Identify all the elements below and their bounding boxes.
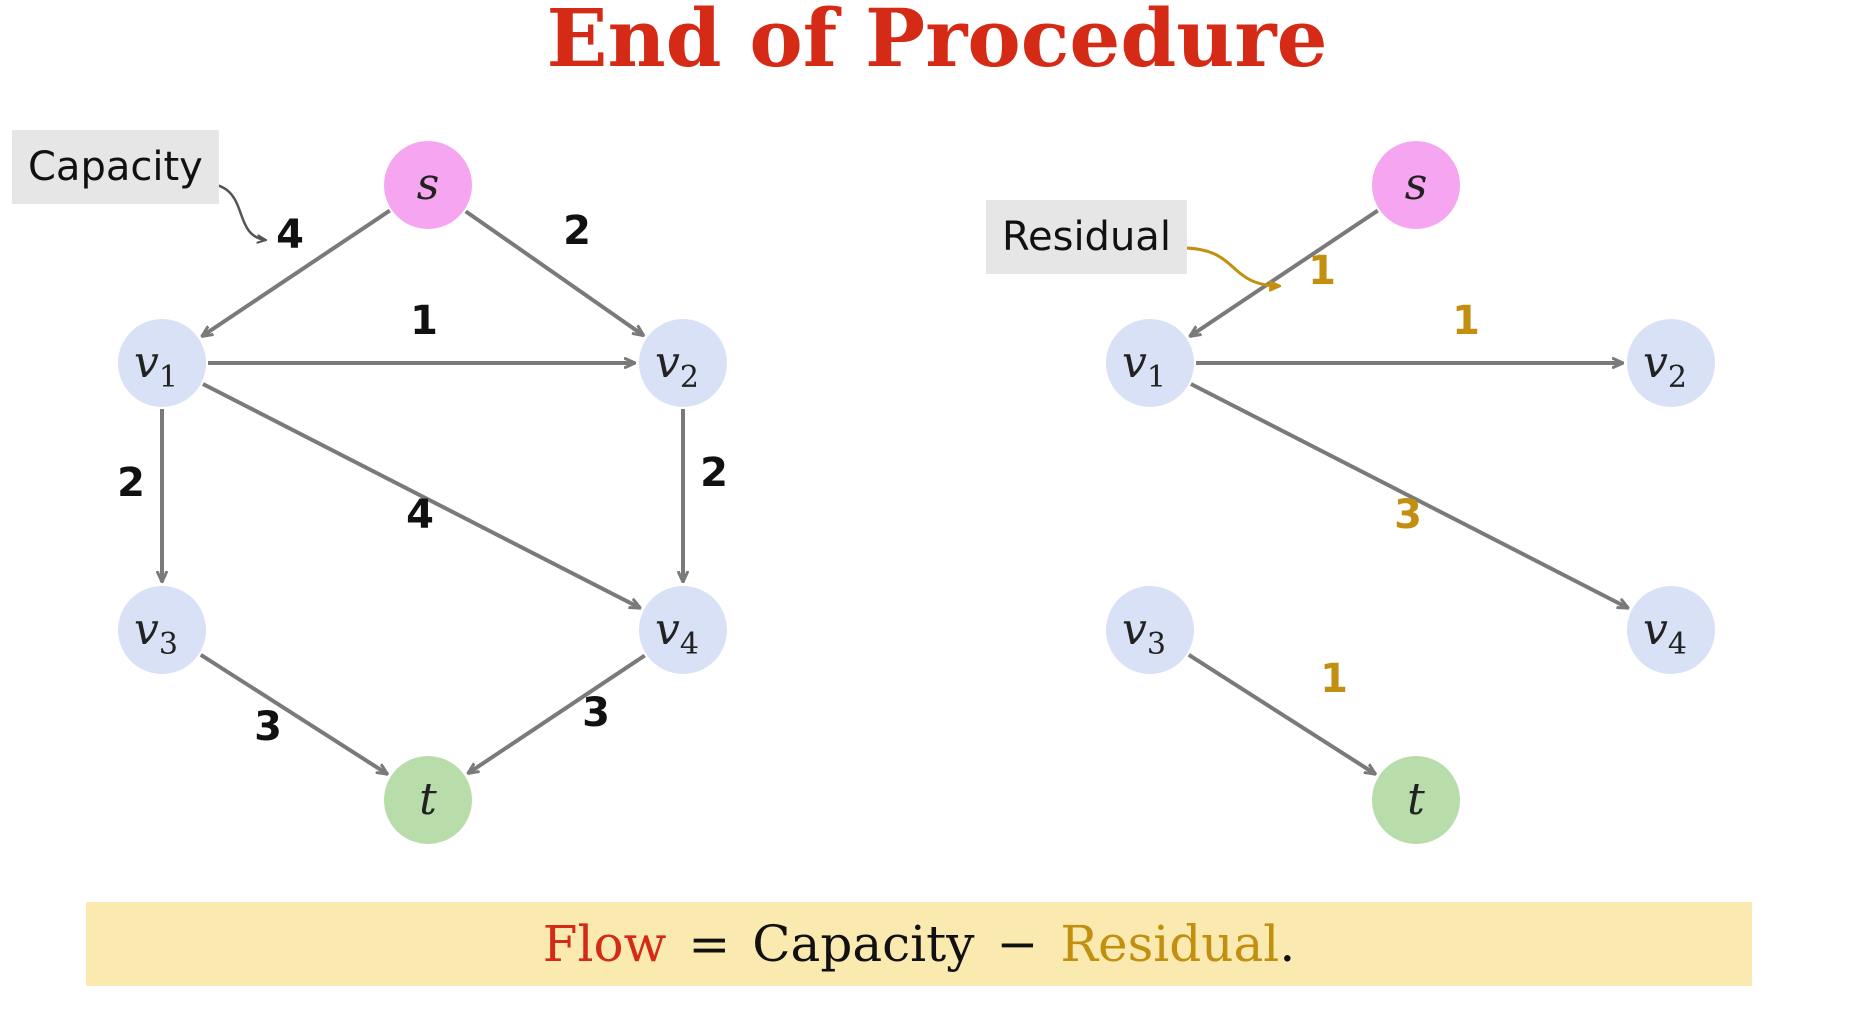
capacity-edge-label-v1-v4: 4 — [406, 492, 434, 538]
capacity-edge-v4-t — [468, 653, 646, 774]
residual-node-circle-v4 — [1627, 586, 1715, 674]
capacity-node-letter-t: t — [419, 774, 437, 825]
capacity-callout: Capacity — [12, 130, 219, 204]
capacity-node-subscript-v2: 2 — [680, 360, 699, 395]
formula-flow: Flow — [542, 915, 667, 973]
formula-minus: − — [996, 915, 1039, 973]
residual-node-circle-v1 — [1106, 319, 1194, 407]
capacity-edge-v1-v4 — [202, 382, 640, 610]
capacity-node-letter-s: s — [417, 159, 440, 210]
residual-node-label-v4: v4 — [1643, 604, 1687, 662]
formula-capacity: Capacity — [752, 915, 975, 973]
residual-node-subscript-v3: 3 — [1147, 627, 1166, 662]
capacity-node-circle-t — [384, 756, 472, 844]
residual-edge-s-v1 — [1190, 208, 1379, 337]
capacity-node-label-s: s — [417, 159, 440, 210]
residual-node-letter-v3: v — [1122, 604, 1147, 655]
capacity-edge-s-v2 — [464, 209, 644, 335]
residual-node-letter-v1: v — [1122, 337, 1147, 388]
capacity-node-circle-v1 — [118, 319, 206, 407]
residual-node-v3: v3 — [1106, 586, 1194, 674]
residual-node-subscript-v1: 1 — [1147, 360, 1166, 395]
capacity-node-circle-v2 — [639, 319, 727, 407]
capacity-node-label-v3: v3 — [134, 604, 178, 662]
residual-edge-v1-v4 — [1190, 382, 1628, 610]
capacity-callout-pointer — [211, 182, 266, 240]
capacity-node-circle-v4 — [639, 586, 727, 674]
slide-title: End of Procedure — [546, 0, 1328, 85]
residual-node-letter-v4: v — [1643, 604, 1668, 655]
residual-node-circle-v2 — [1627, 319, 1715, 407]
capacity-node-circle-s — [384, 141, 472, 229]
residual-edge-label-v3-t: 1 — [1320, 656, 1348, 702]
residual-node-letter-t: t — [1407, 774, 1425, 825]
capacity-node-v3: v3 — [118, 586, 206, 674]
formula-period: . — [1279, 915, 1296, 973]
residual-callout-pointer — [1185, 246, 1280, 286]
formula-equals: = — [688, 915, 731, 973]
residual-callout: Residual — [986, 200, 1187, 274]
flow-formula: Flow = Capacity − Residual . — [86, 902, 1752, 986]
capacity-edge-label-v1-v2: 1 — [410, 298, 438, 344]
capacity-edge-label-s-v1: 4 — [276, 212, 304, 258]
residual-node-label-v2: v2 — [1643, 337, 1687, 395]
residual-node-subscript-v2: 2 — [1668, 360, 1687, 395]
capacity-node-subscript-v4: 4 — [680, 627, 699, 662]
capacity-node-letter-v3: v — [134, 604, 159, 655]
residual-edge-v3-t — [1187, 653, 1376, 774]
capacity-edge-label-v3-t: 3 — [254, 704, 282, 750]
capacity-node-s: s — [384, 141, 472, 229]
capacity-node-label-v1: v1 — [134, 337, 178, 395]
residual-node-circle-s — [1372, 141, 1460, 229]
residual-edges: 1 1 3 1 — [1187, 208, 1629, 775]
capacity-node-label-t: t — [419, 774, 437, 825]
capacity-node-v4: v4 — [639, 586, 727, 674]
residual-node-label-v3: v3 — [1122, 604, 1166, 662]
residual-node-circle-t — [1372, 756, 1460, 844]
residual-node-v1: v1 — [1106, 319, 1194, 407]
capacity-edge-s-v1 — [202, 208, 391, 337]
residual-node-letter-s: s — [1405, 159, 1428, 210]
residual-edge-label-v1-v2: 1 — [1452, 298, 1480, 344]
residual-node-label-s: s — [1405, 159, 1428, 210]
residual-edge-label-v1-v4: 3 — [1394, 492, 1422, 538]
capacity-edges: 4 2 1 2 4 2 3 3 — [117, 208, 728, 774]
residual-node-t: t — [1372, 756, 1460, 844]
residual-node-letter-v2: v — [1643, 337, 1668, 388]
residual-node-s: s — [1372, 141, 1460, 229]
capacity-node-v1: v1 — [118, 319, 206, 407]
capacity-edge-label-v2-v4: 2 — [700, 450, 728, 496]
residual-node-v2: v2 — [1627, 319, 1715, 407]
residual-edge-label-s-v1: 1 — [1308, 248, 1336, 294]
capacity-node-label-v2: v2 — [655, 337, 699, 395]
capacity-node-letter-v1: v — [134, 337, 159, 388]
capacity-edge-label-s-v2: 2 — [563, 208, 591, 254]
capacity-node-t: t — [384, 756, 472, 844]
residual-node-label-v1: v1 — [1122, 337, 1166, 395]
capacity-edge-label-v4-t: 3 — [582, 690, 610, 736]
capacity-node-letter-v2: v — [655, 337, 680, 388]
formula-residual: Residual — [1060, 915, 1280, 973]
capacity-node-v2: v2 — [639, 319, 727, 407]
capacity-node-label-v4: v4 — [655, 604, 699, 662]
capacity-node-subscript-v1: 1 — [159, 360, 178, 395]
capacity-edge-v3-t — [199, 653, 388, 774]
capacity-node-subscript-v3: 3 — [159, 627, 178, 662]
residual-node-v4: v4 — [1627, 586, 1715, 674]
residual-node-subscript-v4: 4 — [1668, 627, 1687, 662]
capacity-node-circle-v3 — [118, 586, 206, 674]
residual-node-circle-v3 — [1106, 586, 1194, 674]
capacity-node-letter-v4: v — [655, 604, 680, 655]
residual-node-label-t: t — [1407, 774, 1425, 825]
capacity-edge-label-v1-v3: 2 — [117, 460, 145, 506]
